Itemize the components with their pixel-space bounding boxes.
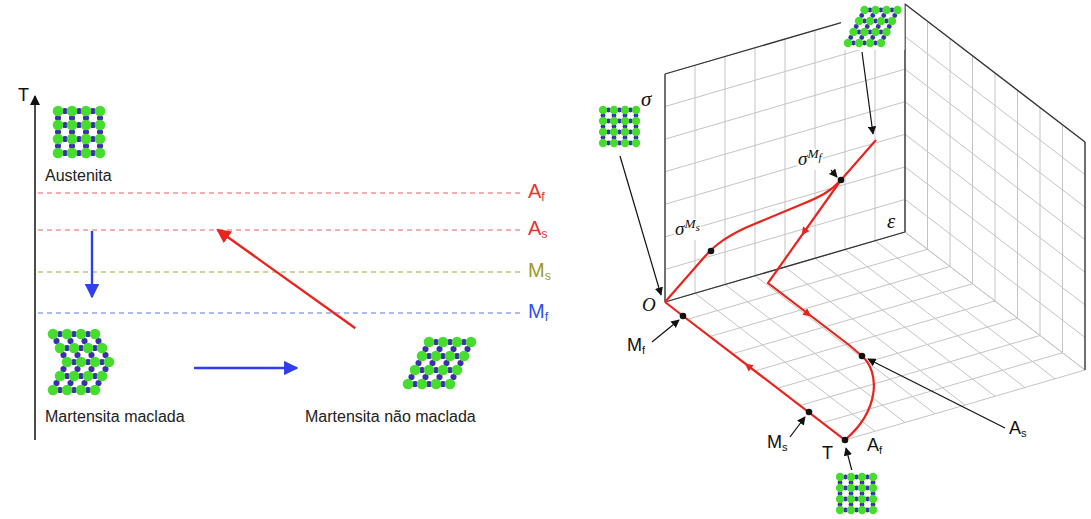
- transformation-arrow: [91, 231, 93, 297]
- transformation-arrow: [194, 367, 297, 369]
- 3d-grid: [665, 4, 1085, 440]
- lattice-icon: [46, 327, 116, 397]
- phase-node: Martensita não maclada: [300, 330, 490, 431]
- temperature-label: Mf: [626, 336, 646, 356]
- temperature-label: Ms: [766, 433, 789, 453]
- axis-label: T: [17, 86, 30, 106]
- lattice-icon: [401, 335, 478, 391]
- temperature-label: Mf: [527, 300, 549, 322]
- loading-path: [665, 140, 876, 440]
- temperature-label: Af: [866, 436, 883, 456]
- box-edges: [665, 4, 1085, 370]
- lattice-icon: [400, 334, 490, 396]
- stress-label: σMs: [674, 219, 701, 240]
- axis-label: σ: [640, 88, 652, 111]
- lattice-icon: [50, 103, 120, 165]
- axis-label: ε: [886, 210, 896, 233]
- as-line: [38, 229, 522, 230]
- transformation-arrow: [217, 230, 355, 329]
- temperature-label: As: [1008, 419, 1028, 439]
- stress-label: σMf: [797, 149, 823, 170]
- lattice-icon: [841, 3, 905, 50]
- temperature-axis: [34, 96, 36, 440]
- temperature-label: As: [527, 217, 549, 239]
- axis-label: T: [821, 444, 834, 464]
- lattice-icon: [45, 326, 125, 406]
- leader-arrows: [620, 52, 1005, 471]
- af-line: [38, 192, 522, 193]
- lattice-icons: [596, 3, 905, 517]
- mf-line: [38, 312, 522, 313]
- temperature-label: Af: [527, 180, 546, 202]
- phase-name: Martensita maclada: [45, 408, 185, 426]
- phase-name: Martensita não maclada: [305, 408, 476, 426]
- phase-node: Austenita: [40, 95, 230, 228]
- state-points: [680, 177, 866, 444]
- ms-line: [38, 271, 522, 272]
- path-arrowheads: [745, 226, 811, 371]
- lattice-icon: [833, 470, 880, 517]
- phase-node: Martensita maclada: [40, 300, 191, 431]
- temperature-label: Ms: [527, 259, 552, 281]
- lattice-icon: [596, 103, 643, 150]
- origin-label: O: [641, 295, 657, 316]
- lattice-icon: [51, 104, 107, 160]
- phase-name: Austenita: [45, 167, 112, 185]
